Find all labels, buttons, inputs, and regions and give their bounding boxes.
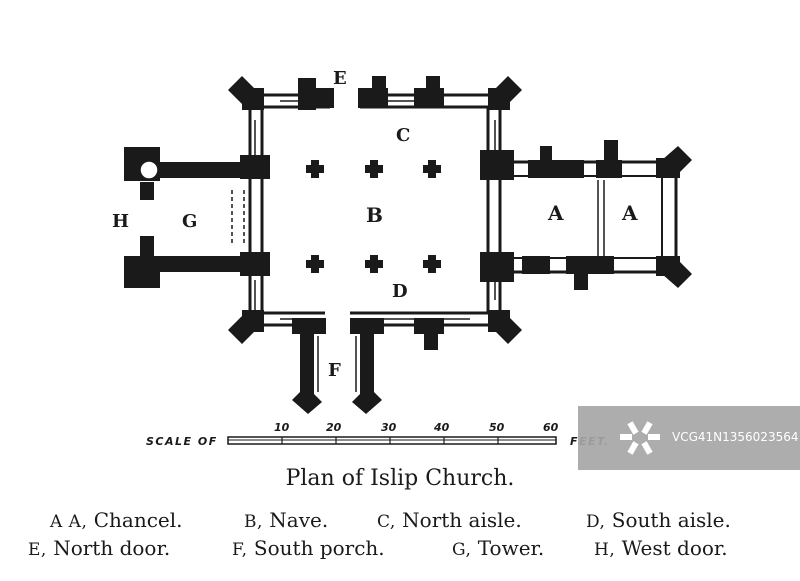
legend-desc: West door. xyxy=(621,536,728,560)
legend-desc: South aisle. xyxy=(611,508,731,532)
legend-desc: North door. xyxy=(53,536,171,560)
legend-key: B, xyxy=(244,512,263,532)
scale-bar xyxy=(227,436,557,445)
scale-tick-label: 40 xyxy=(433,421,450,434)
church-floor-plan: E C B D F G H A A Scale of Feet. 10 20 3… xyxy=(112,68,692,448)
label-north-door: E xyxy=(333,68,347,89)
legend-key: D, xyxy=(586,512,606,532)
label-tower: G xyxy=(182,211,197,232)
legend-item-west-door: H, West door. xyxy=(594,536,728,560)
legend-desc: Nave. xyxy=(269,508,329,532)
label-south-aisle: D xyxy=(392,281,408,302)
label-chancel-2: A xyxy=(621,201,638,225)
south-porch xyxy=(292,330,382,414)
tower xyxy=(124,147,246,288)
legend-desc: South porch. xyxy=(253,536,385,560)
label-north-aisle: C xyxy=(396,125,410,146)
plan-title: Plan of Islip Church. xyxy=(285,466,515,491)
watermark: VCG41N1356023564 xyxy=(578,406,800,470)
legend-key: H, xyxy=(594,540,616,560)
legend-item-south-porch: F, South porch. xyxy=(232,536,385,560)
label-west-door: H xyxy=(112,211,129,232)
scale-tick-label: 50 xyxy=(489,421,505,434)
watermark-id: VCG41N1356023564 xyxy=(672,430,799,444)
scale-tick-label: 10 xyxy=(274,421,290,434)
legend-item-chancel: A A, Chancel. xyxy=(50,508,183,532)
vcg-logo-icon xyxy=(620,421,660,455)
legend-item-north-door: E, North door. xyxy=(28,536,170,560)
legend-key: F, xyxy=(232,540,248,560)
legend-item-north-aisle: C, North aisle. xyxy=(377,508,522,532)
legend-desc: Chancel. xyxy=(93,508,183,532)
legend-key: C, xyxy=(377,512,396,532)
legend-key: A A, xyxy=(50,512,88,532)
legend-item-south-aisle: D, South aisle. xyxy=(586,508,731,532)
label-chancel-1: A xyxy=(547,201,564,225)
scale-tick-label: 30 xyxy=(381,421,397,434)
scale-tick-label: 20 xyxy=(326,421,342,434)
legend-desc: North aisle. xyxy=(402,508,522,532)
label-south-porch: F xyxy=(328,360,341,381)
scale-tick-label: 60 xyxy=(543,421,559,434)
legend-desc: Tower. xyxy=(477,536,545,560)
legend-item-tower: G, Tower. xyxy=(452,536,544,560)
chancel xyxy=(505,140,692,290)
legend-item-nave: B, Nave. xyxy=(244,508,328,532)
legend-key: E, xyxy=(28,540,47,560)
scale-prefix: Scale of xyxy=(146,435,218,448)
nave-piers xyxy=(306,160,441,273)
legend-key: G, xyxy=(452,540,472,560)
label-nave: B xyxy=(366,203,383,227)
